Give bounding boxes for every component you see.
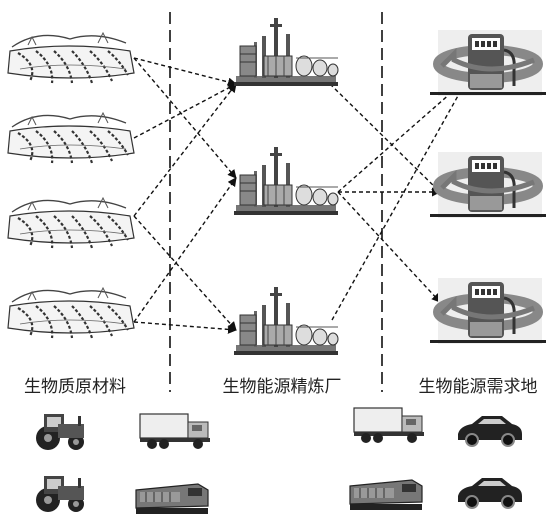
locomotive-icon bbox=[349, 479, 423, 511]
fuel-station-icon bbox=[430, 278, 546, 344]
truck-icon bbox=[353, 407, 425, 444]
farm-field-icon bbox=[6, 31, 136, 85]
tractor-icon bbox=[36, 414, 84, 450]
flow-arrow-refinery-2-to-demand-1 bbox=[337, 77, 469, 193]
flow-arrow-refinery-2-to-demand-3 bbox=[337, 191, 441, 303]
column-label-refinery: 生物能源精炼厂 bbox=[223, 377, 342, 397]
flow-arrow-farm-2-to-refinery-1 bbox=[133, 83, 237, 139]
car-icon bbox=[457, 477, 523, 509]
car-icon bbox=[457, 415, 523, 447]
fuel-station-icon bbox=[430, 30, 546, 96]
flow-arrow-farm-4-to-refinery-3 bbox=[133, 321, 237, 334]
flow-arrow-refinery-1-to-demand-2 bbox=[329, 83, 441, 193]
column-label-demand: 生物能源需求地 bbox=[419, 377, 538, 397]
farm-field-icon bbox=[6, 286, 136, 340]
refinery-icon bbox=[233, 17, 339, 87]
flow-arrow-farm-1-to-refinery-1 bbox=[133, 57, 237, 87]
locomotive-icon bbox=[135, 483, 209, 515]
flow-arrow-refinery-3-to-demand-1 bbox=[331, 77, 469, 321]
truck-icon bbox=[139, 413, 211, 450]
farm-field-icon bbox=[6, 196, 136, 250]
fuel-station-icon bbox=[430, 152, 546, 218]
refinery-icon bbox=[233, 286, 339, 356]
flow-arrow-farm-3-to-refinery-3 bbox=[133, 215, 237, 331]
tractor-icon bbox=[36, 476, 84, 512]
column-label-biomass: 生物质原材料 bbox=[24, 377, 126, 397]
flow-arrows bbox=[133, 57, 469, 334]
flow-arrow-farm-1-to-refinery-2 bbox=[133, 57, 237, 179]
refinery-icon bbox=[233, 146, 339, 216]
farm-field-icon bbox=[6, 111, 136, 165]
flow-arrow-farm-3-to-refinery-1 bbox=[133, 83, 237, 217]
flow-arrow-farm-4-to-refinery-2 bbox=[133, 177, 237, 323]
